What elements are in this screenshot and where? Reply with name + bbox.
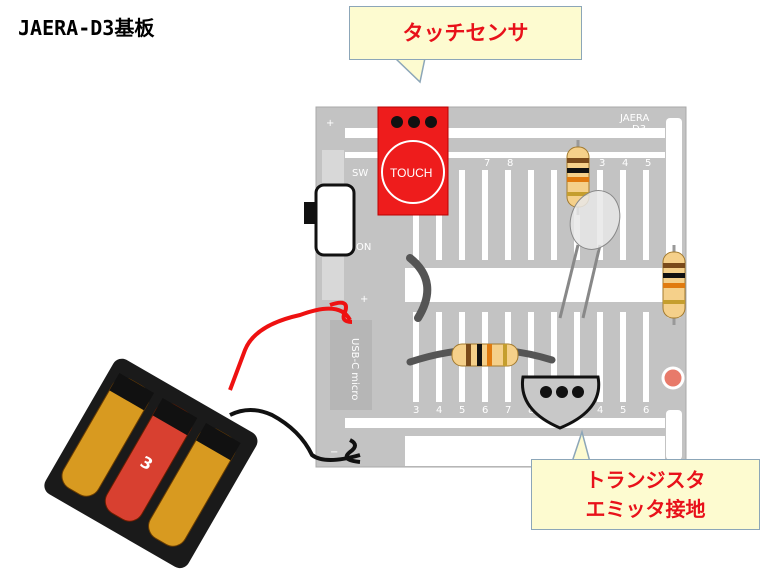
clear-led bbox=[558, 190, 621, 319]
right-rail-2 bbox=[666, 410, 682, 460]
svg-text:4: 4 bbox=[597, 405, 603, 416]
transistor-pin-1 bbox=[540, 386, 552, 398]
svg-text:6: 6 bbox=[643, 405, 649, 416]
jumper-wire-1 bbox=[406, 254, 432, 322]
svg-text:8: 8 bbox=[507, 158, 513, 169]
usb-label: USB-C micro bbox=[349, 338, 360, 400]
battery-wire-black-end bbox=[344, 438, 361, 464]
battery-wire-red bbox=[228, 306, 352, 391]
transistor-callout-line1: トランジスタ bbox=[585, 468, 706, 492]
plus-mark-top: + bbox=[326, 118, 334, 129]
svg-text:4: 4 bbox=[436, 405, 442, 416]
battery-wire-red-end bbox=[329, 300, 353, 324]
svg-text:5: 5 bbox=[620, 405, 626, 416]
row-numbers-top: 7 8 3 4 5 bbox=[484, 158, 651, 169]
callout-pointer bbox=[393, 57, 426, 84]
touch-sensor-callout: タッチセンサ bbox=[349, 6, 582, 60]
transistor-pin-3 bbox=[572, 386, 584, 398]
battery-pack: 3 bbox=[44, 358, 258, 569]
top-rail-2 bbox=[345, 152, 665, 158]
bottom-rail bbox=[345, 418, 665, 428]
svg-text:5: 5 bbox=[459, 405, 465, 416]
on-mark: ON bbox=[356, 242, 371, 253]
diagram-title: JAERA-D3基板 bbox=[18, 16, 155, 40]
transistor-pin-2 bbox=[556, 386, 568, 398]
resistor-horizontal bbox=[451, 343, 519, 367]
svg-text:3: 3 bbox=[413, 405, 419, 416]
svg-text:4: 4 bbox=[622, 158, 628, 169]
svg-text:8: 8 bbox=[528, 405, 534, 416]
transistor-callout: トランジスタ エミッタ接地 bbox=[531, 459, 760, 530]
battery-wire-black bbox=[229, 408, 361, 462]
minus-mark: − bbox=[330, 447, 338, 458]
board-logo-line2: D3 bbox=[632, 124, 646, 135]
resistor-vertical-right bbox=[662, 245, 686, 325]
plus-mark: + bbox=[360, 294, 368, 305]
svg-text:6: 6 bbox=[482, 405, 488, 416]
top-rail bbox=[345, 128, 665, 138]
touch-pad bbox=[381, 140, 445, 204]
switch-mark: SW bbox=[352, 168, 368, 179]
svg-text:7: 7 bbox=[484, 158, 490, 169]
indicator-led bbox=[661, 366, 685, 390]
slide-switch bbox=[314, 183, 356, 257]
sensor-pin-1 bbox=[391, 116, 403, 128]
board-logo-line1: JAERA bbox=[619, 113, 649, 124]
svg-text:5: 5 bbox=[645, 158, 651, 169]
sensor-pin-2 bbox=[408, 116, 420, 128]
svg-text:3: 3 bbox=[599, 158, 605, 169]
sensor-pin-3 bbox=[425, 116, 437, 128]
middle-gap bbox=[405, 268, 665, 302]
svg-text:7: 7 bbox=[505, 405, 511, 416]
transistor-callout-line2: エミッタ接地 bbox=[585, 497, 706, 521]
usb-area bbox=[330, 320, 372, 410]
touch-pad-label: TOUCH bbox=[390, 166, 432, 180]
